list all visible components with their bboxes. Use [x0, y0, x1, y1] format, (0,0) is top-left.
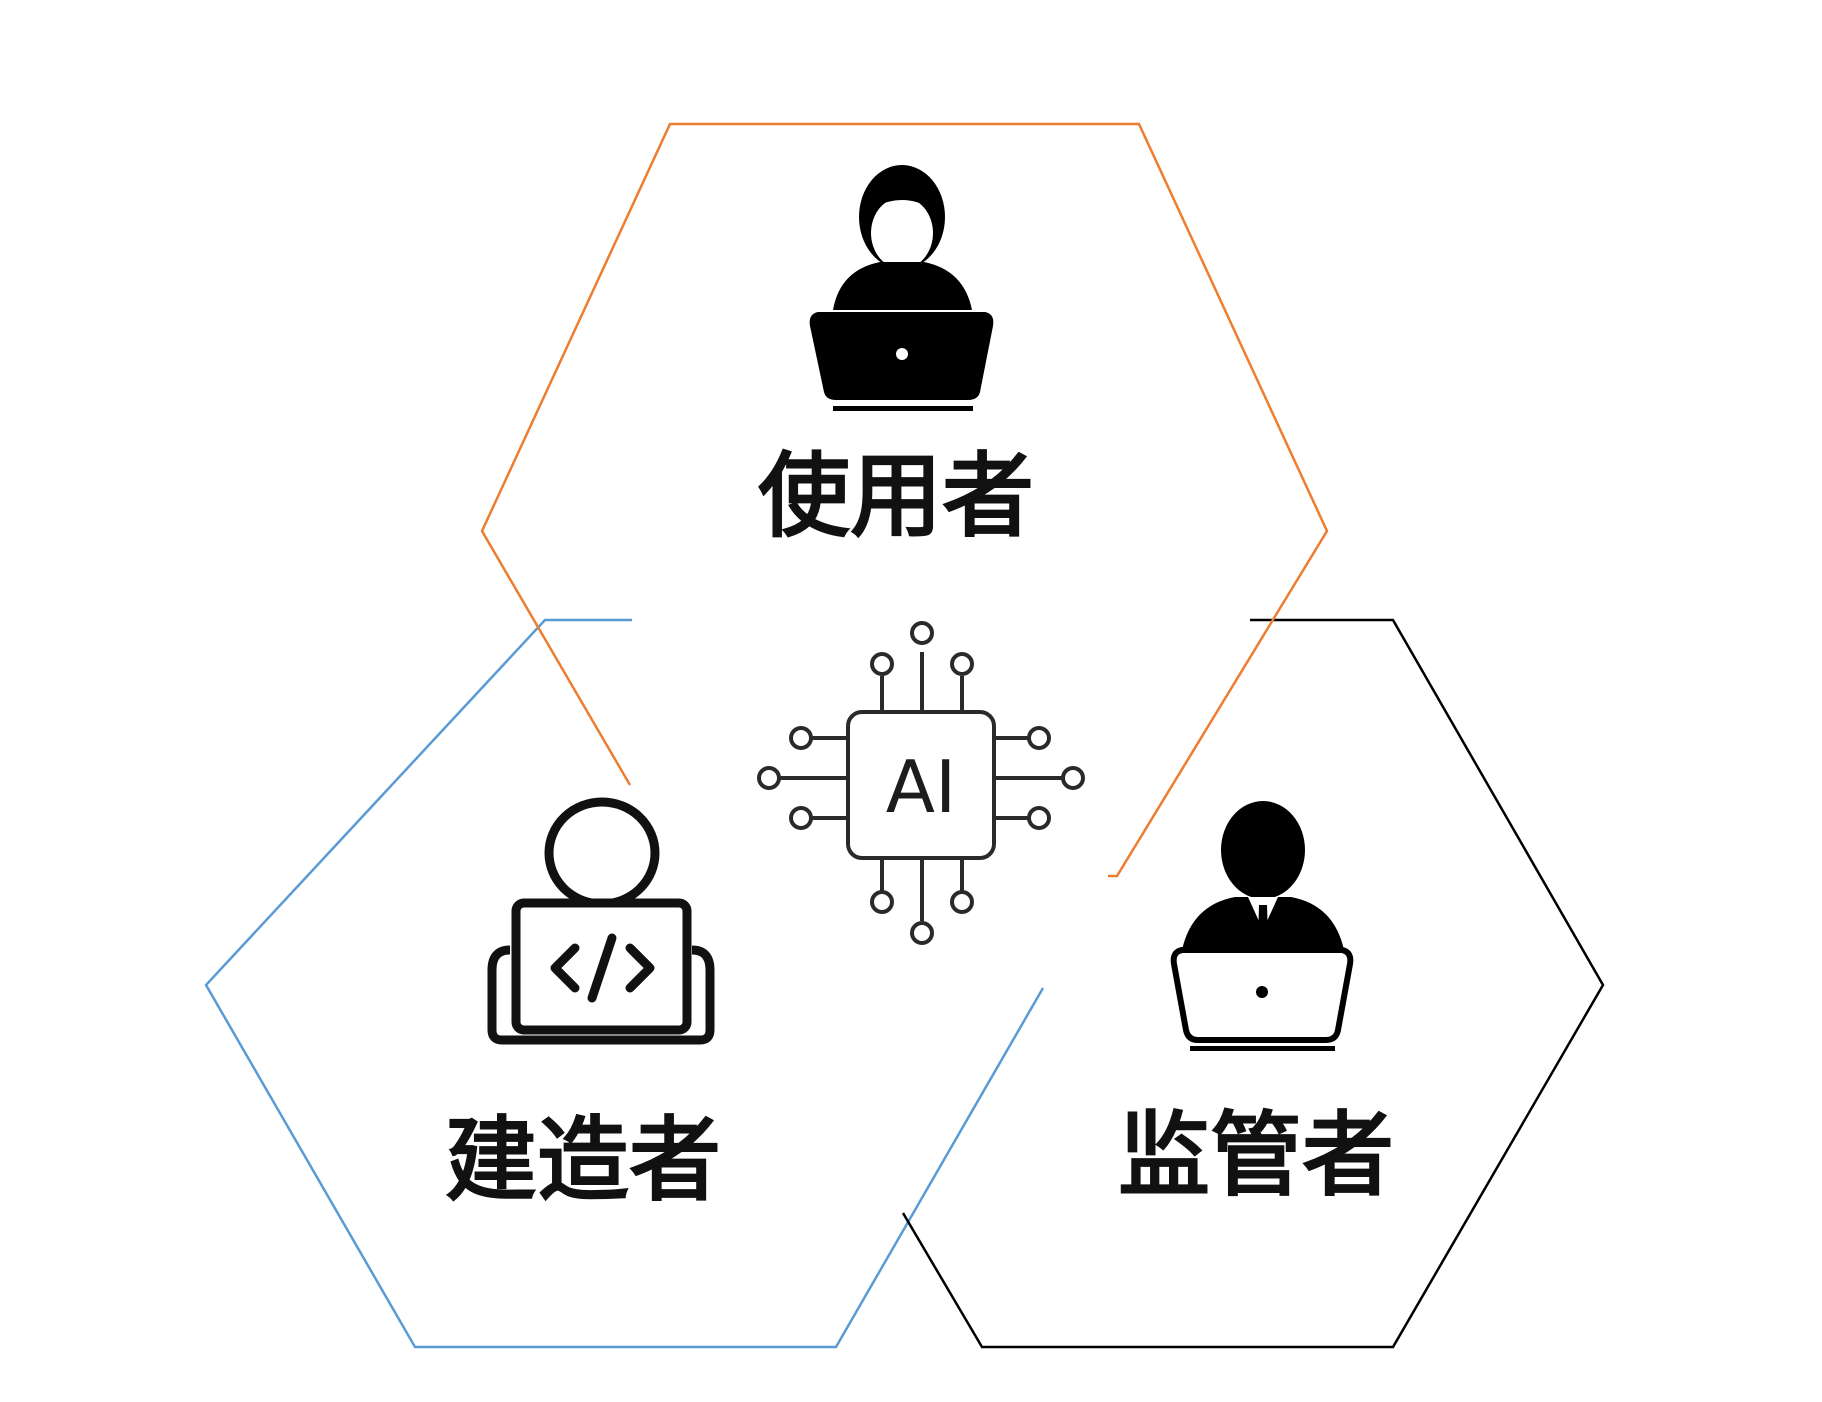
- builder-hexagon: [204, 618, 1045, 1349]
- ai-chip-icon: [757, 621, 1085, 945]
- regulator-label: 监管者: [1118, 1102, 1394, 1209]
- businessman-laptop-icon: [1170, 801, 1354, 1051]
- user-label: 使用者: [758, 443, 1034, 550]
- developer-code-laptop-icon: [487, 797, 715, 1045]
- user-hexagon: [480, 122, 1329, 878]
- person-with-laptop-icon: [809, 165, 994, 411]
- regulator-hexagon: [901, 618, 1605, 1349]
- builder-label: 建造者: [445, 1107, 721, 1214]
- ai-chip-label: AI: [886, 745, 957, 829]
